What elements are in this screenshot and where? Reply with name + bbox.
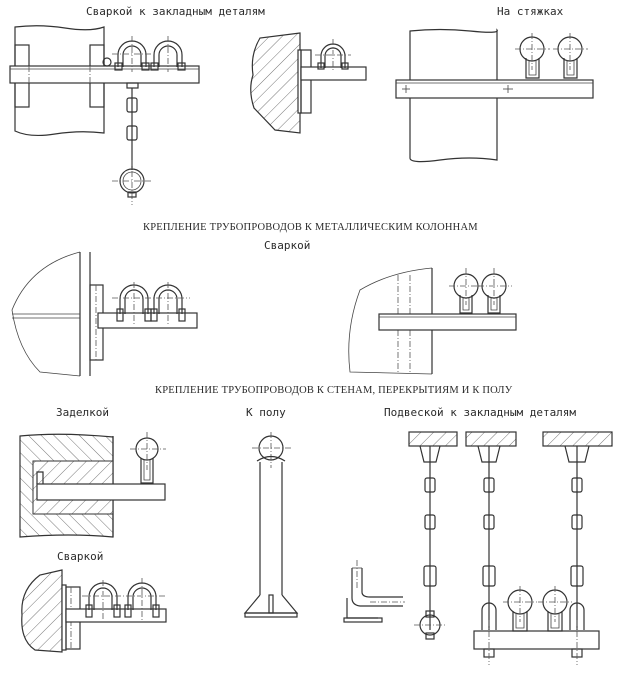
label-weld-embedded: Сваркой к закладным деталям bbox=[86, 5, 265, 18]
figure-wall-bracket-top bbox=[250, 32, 367, 134]
section-title-metal-columns: КРЕПЛЕНИЕ ТРУБОПРОВОДОВ К МЕТАЛЛИЧЕСКИМ … bbox=[143, 222, 478, 233]
bracket bbox=[65, 608, 167, 623]
column-outline bbox=[409, 28, 498, 163]
figure-bent-pipe bbox=[343, 560, 405, 623]
label-embedding: Заделкой bbox=[56, 406, 109, 419]
label-on-tie-rods: На стяжках bbox=[497, 5, 564, 18]
figure-embedding bbox=[19, 432, 166, 538]
hanger-2 bbox=[481, 446, 497, 630]
hanging-chain bbox=[112, 82, 152, 205]
column-outline bbox=[14, 25, 105, 137]
figure-tie-rods bbox=[395, 28, 594, 163]
ceiling-slab-1 bbox=[408, 431, 458, 447]
pipe-support-1 bbox=[515, 33, 550, 79]
label-to-floor: К полу bbox=[246, 406, 286, 419]
label-welding-columns: Сваркой bbox=[264, 239, 311, 252]
u-bolt-clamp-1 bbox=[112, 36, 152, 72]
u-bolt-clamp-2 bbox=[150, 36, 186, 72]
wall-section bbox=[250, 32, 301, 134]
embed-plate bbox=[300, 49, 312, 114]
bracket bbox=[300, 66, 367, 81]
weld-nut bbox=[102, 57, 112, 67]
figure-weld-embedded bbox=[9, 25, 200, 205]
ceiling-slab-3 bbox=[542, 431, 613, 447]
figure-metal-column-weld bbox=[11, 251, 198, 377]
bracket bbox=[36, 483, 166, 501]
hanger-3 bbox=[569, 446, 585, 630]
label-welding-wall: Сваркой bbox=[57, 550, 104, 563]
ceiling-slab-2 bbox=[465, 431, 517, 447]
base-plate bbox=[343, 617, 383, 623]
traverse-beam bbox=[473, 630, 600, 650]
beam bbox=[378, 313, 517, 331]
figure-floor-post bbox=[243, 432, 299, 618]
figure-suspension-hangers bbox=[408, 431, 613, 665]
pipe-support-2 bbox=[478, 268, 512, 314]
figure-metal-column-ties bbox=[348, 267, 517, 375]
beam bbox=[395, 79, 594, 99]
pipe-support-2 bbox=[538, 586, 572, 632]
section-title-walls-floors: КРЕПЛЕНИЕ ТРУБОПРОВОДОВ К СТЕНАМ, ПЕРЕКР… bbox=[155, 385, 513, 396]
beam bbox=[9, 65, 200, 84]
figure-wall-weld bbox=[21, 569, 167, 653]
wall-section bbox=[21, 569, 63, 653]
label-suspension: Подвеской к закладным деталям bbox=[384, 406, 577, 419]
hanger-1 bbox=[414, 446, 446, 640]
pipe-support-2 bbox=[553, 33, 588, 79]
pipe-support-1 bbox=[449, 268, 483, 314]
pipe-support-1 bbox=[503, 586, 537, 632]
